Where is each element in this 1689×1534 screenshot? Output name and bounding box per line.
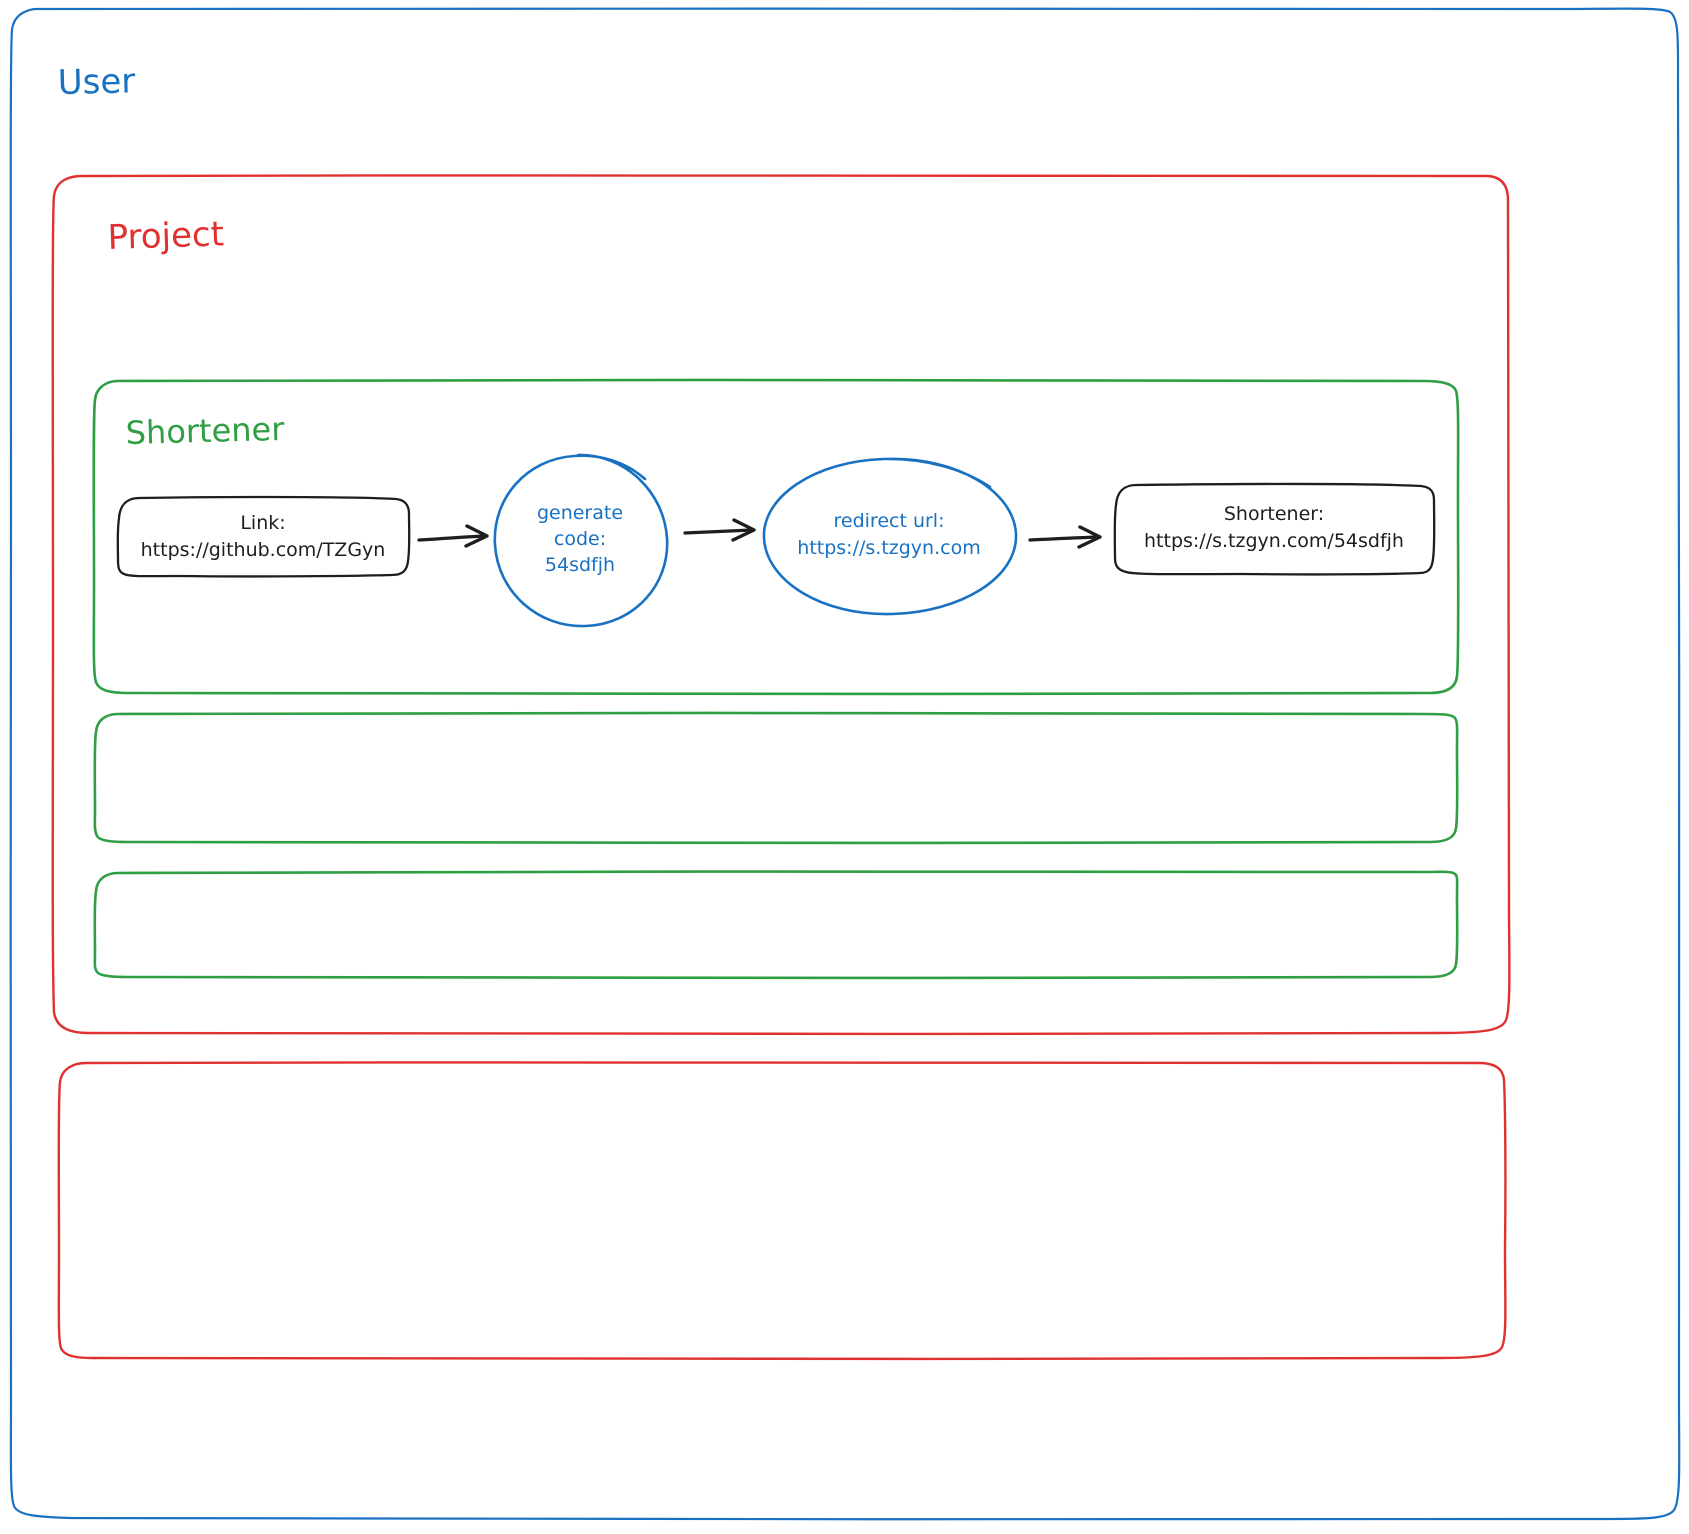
frame-user-label: User	[57, 61, 135, 103]
frame-project[interactable]: Project	[51, 173, 1511, 1036]
node-redirect-url-line-2: https://s.tzgyn.com	[797, 537, 980, 559]
node-generate-code[interactable]: generate code: 54sdfjh	[493, 453, 669, 628]
node-generate-code-line-2: code:	[554, 528, 606, 550]
frame-shortener[interactable]: Shortener	[92, 378, 1460, 696]
node-shortener-result[interactable]: Shortener: https://s.tzgyn.com/54sdfjh	[1113, 482, 1436, 576]
arrow-redirect-to-result-line	[1028, 535, 1100, 542]
node-link-line-2: https://github.com/TZGyn	[141, 539, 386, 561]
node-shortener-result-line-1: Shortener:	[1224, 503, 1324, 525]
frame-shortener-label: Shortener	[125, 410, 285, 452]
node-shortener-result-line-2: https://s.tzgyn.com/54sdfjh	[1144, 530, 1404, 552]
frame-project-label: Project	[107, 214, 225, 258]
arrow-redirect-to-result-head	[1077, 525, 1102, 549]
arrow-generate-to-redirect-head	[731, 518, 756, 542]
node-link[interactable]: Link: https://github.com/TZGyn	[116, 495, 411, 578]
arrow-link-to-generate-head	[464, 524, 489, 548]
arrow-generate-to-redirect[interactable]	[683, 518, 756, 542]
frame-empty-red-1[interactable]	[57, 1060, 1507, 1361]
frame-user[interactable]: User	[9, 7, 1681, 1521]
node-generate-code-shape[interactable]	[493, 453, 669, 628]
node-generate-code-line-1: generate	[537, 502, 623, 524]
node-link-shape[interactable]	[116, 495, 411, 578]
arrow-redirect-to-result[interactable]	[1028, 525, 1102, 549]
arrow-generate-to-redirect-line	[683, 528, 754, 535]
frame-empty-green-2[interactable]	[93, 869, 1459, 980]
frame-empty-green-1-border[interactable]	[93, 711, 1459, 845]
frame-empty-green-1[interactable]	[93, 711, 1459, 845]
node-generate-code-line-3: 54sdfjh	[545, 554, 615, 576]
node-link-line-1: Link:	[240, 512, 285, 534]
frame-empty-red-1-border[interactable]	[57, 1060, 1507, 1361]
node-redirect-url-line-1: redirect url:	[834, 510, 945, 532]
node-redirect-url-shape[interactable]	[762, 457, 1018, 616]
frame-empty-green-2-border[interactable]	[93, 869, 1459, 980]
frame-shortener-border[interactable]	[92, 378, 1460, 696]
arrow-link-to-generate-line	[417, 534, 487, 542]
node-redirect-url[interactable]: redirect url: https://s.tzgyn.com	[762, 457, 1018, 616]
frame-user-border[interactable]	[9, 7, 1681, 1521]
arrow-link-to-generate[interactable]	[417, 524, 489, 548]
node-shortener-result-shape[interactable]	[1113, 482, 1436, 576]
frame-project-border[interactable]	[51, 173, 1511, 1036]
